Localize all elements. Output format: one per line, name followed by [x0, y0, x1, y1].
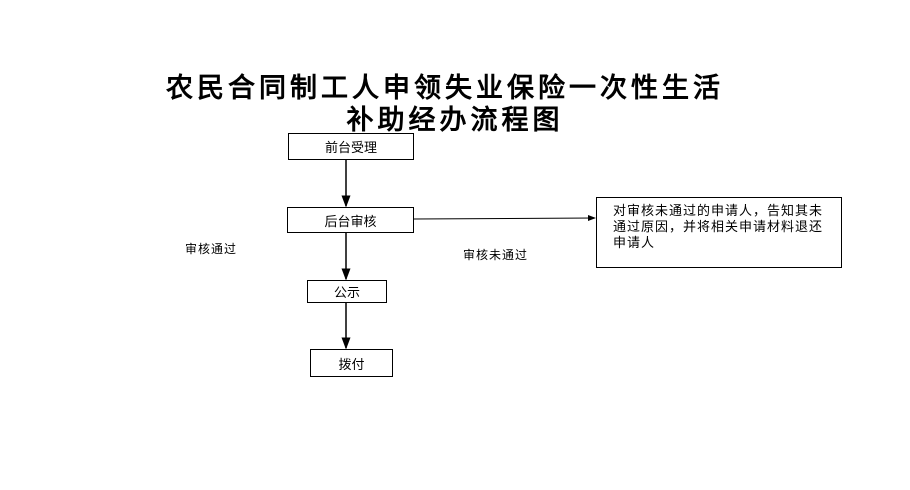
- node-back-review: 后台审核: [287, 207, 414, 233]
- title-line-2: 补助经办流程图: [346, 105, 564, 136]
- node-publicity: 公示: [307, 280, 387, 303]
- node-payment: 拨付: [310, 349, 393, 377]
- arrow-review-to-rejection: [413, 215, 596, 222]
- node-rejection-notice: 对审核未通过的申请人，告知其未通过原因，并将相关申请材料退还申请人: [596, 197, 842, 268]
- title-line-1: 农民合同制工人申领失业保险一次性生活: [166, 73, 724, 104]
- node-front-desk: 前台受理: [288, 133, 414, 160]
- label-rejected: 审核未通过: [463, 248, 529, 262]
- label-approved: 审核通过: [185, 242, 238, 256]
